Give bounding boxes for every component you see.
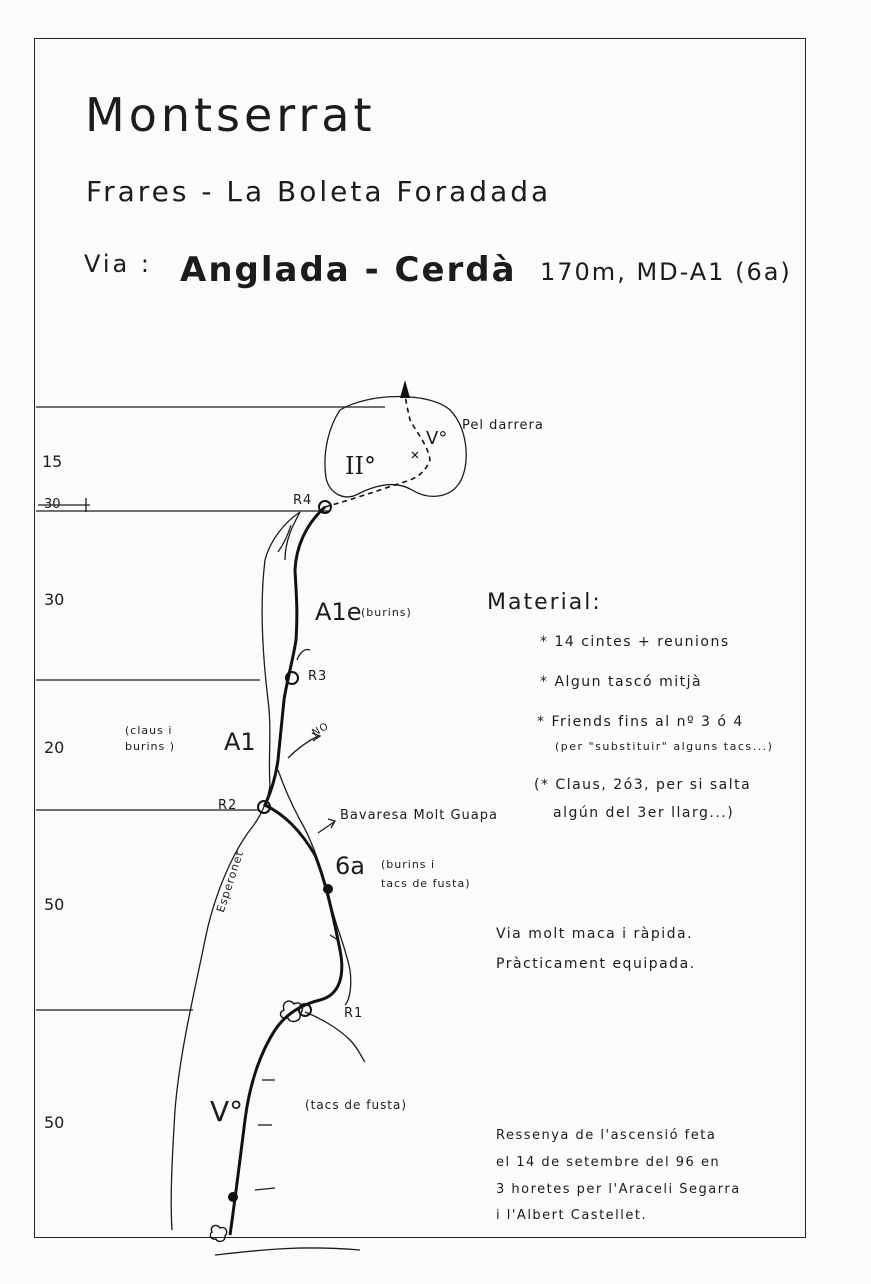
subtitle: Frares - La Boleta Foradada xyxy=(86,175,552,208)
grade-pitch3: A1e xyxy=(315,598,362,626)
belay-r4-icon xyxy=(318,500,332,514)
grade-pitch2-lower: 6a xyxy=(335,852,365,880)
tree-start-icon xyxy=(209,1224,228,1243)
pitch-length-6: 50 xyxy=(44,1113,65,1132)
burins-tacs-line2: tacs de fusta) xyxy=(381,877,471,890)
summit-dashed-route xyxy=(324,389,431,508)
summit-arrow-icon xyxy=(400,380,410,398)
tree-r1-icon xyxy=(279,1000,304,1023)
cross-mark-icon xyxy=(411,451,419,459)
bavaresa-arrow xyxy=(317,821,335,834)
pitch-length-4: 20 xyxy=(44,738,65,757)
material-item-4: (* Claus, 2ó3, per si salta xyxy=(534,777,752,793)
ground-line xyxy=(214,1247,361,1256)
bolt-v-icon xyxy=(228,1192,238,1202)
page-frame xyxy=(34,38,806,1238)
material-item-2: * Algun tascó mitjà xyxy=(540,674,703,690)
pel-darrera-note: Pel darrera xyxy=(462,418,544,433)
no-arrow-line xyxy=(287,735,319,759)
bavaresa-arrowhead xyxy=(327,818,336,829)
quick-note-1: Via molt maca i ràpida. xyxy=(496,926,694,942)
via-label: Via : xyxy=(84,250,152,278)
pitch-length-1: 15 xyxy=(42,452,63,471)
burins-note: (burins) xyxy=(361,606,412,619)
quick-note-2: Pràcticament equipada. xyxy=(496,956,696,972)
title: Montserrat xyxy=(85,88,376,142)
bavaresa-note: Bavaresa Molt Guapa xyxy=(340,808,498,823)
r3-crack xyxy=(296,648,311,661)
ascent-note-1: Ressenya de l'ascensió feta xyxy=(496,1128,717,1143)
belay-r3-icon xyxy=(285,671,299,685)
pitch-length-3: 30 xyxy=(44,590,65,609)
material-item-1: * 14 cintes + reunions xyxy=(540,634,730,650)
route-grade: 170m, MD-A1 (6a) xyxy=(540,258,792,286)
right-crack-outline xyxy=(277,769,352,1006)
route-name: Anglada - Cerdà xyxy=(180,250,517,290)
claus-burins-line2: burins ) xyxy=(125,740,176,753)
grade-summit-back: V° xyxy=(426,428,448,449)
belay-r3-label: R3 xyxy=(308,669,328,684)
material-item-4-detail: algún del 3er llarg...) xyxy=(553,805,735,821)
claus-burins-line1: (claus i xyxy=(125,724,173,737)
tacs-fusta-note: (tacs de fusta) xyxy=(305,1098,408,1112)
material-title: Material: xyxy=(487,590,602,615)
belay-r4-label: R4 xyxy=(293,493,313,508)
ascent-note-2: el 14 de setembre del 96 en xyxy=(496,1155,721,1170)
scale-mark: 30 xyxy=(44,497,61,512)
tick-2 xyxy=(254,1187,276,1191)
material-item-3: * Friends fins al nº 3 ó 4 xyxy=(537,714,744,730)
burins-tacs-line1: (burins i xyxy=(381,858,436,871)
route-line xyxy=(228,505,344,1236)
grade-pitch2-upper: A1 xyxy=(224,728,256,756)
grade-pitch1: V° xyxy=(210,1095,244,1128)
left-rock-outline xyxy=(170,511,301,1231)
r4-crack xyxy=(277,524,292,553)
grade-summit: II° xyxy=(345,452,376,480)
pitch-length-5: 50 xyxy=(44,895,65,914)
belay-r1-label: R1 xyxy=(344,1006,364,1021)
material-item-3-detail: (per "substituir" alguns tacs...) xyxy=(555,740,774,753)
no-arrowhead xyxy=(311,732,322,742)
r1-ledge xyxy=(304,1011,366,1063)
belay-r2-label: R2 xyxy=(218,798,238,813)
ascent-note-3: 3 horetes per l'Araceli Segarra xyxy=(496,1182,741,1197)
summit-boulder xyxy=(324,395,467,498)
ascent-note-4: i l'Albert Castellet. xyxy=(496,1208,648,1223)
crack-top xyxy=(284,511,301,561)
bolt-6a-icon xyxy=(323,884,333,894)
belay-r1-icon xyxy=(298,1003,312,1017)
belay-r2-icon xyxy=(257,800,271,814)
